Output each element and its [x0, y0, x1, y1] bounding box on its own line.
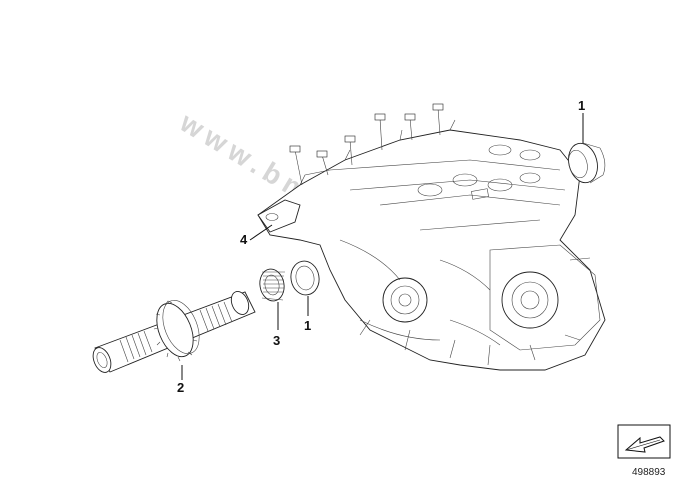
seal-ring-lower[interactable] [288, 259, 321, 297]
callout-1-upper[interactable]: 1 [578, 98, 585, 113]
callout-1-lower[interactable]: 1 [304, 318, 311, 333]
gear-shaft[interactable] [90, 289, 256, 375]
bearing[interactable] [257, 267, 286, 303]
leader-lines [181, 113, 584, 380]
arrow-direction-icon [617, 424, 671, 459]
callout-4[interactable]: 4 [240, 232, 248, 247]
callout-3[interactable]: 3 [273, 333, 280, 348]
gearbox-housing[interactable] [257, 103, 606, 371]
part-number: 498893 [632, 467, 666, 478]
seal-ring-upper[interactable] [564, 140, 606, 186]
callout-2[interactable]: 2 [177, 380, 184, 395]
